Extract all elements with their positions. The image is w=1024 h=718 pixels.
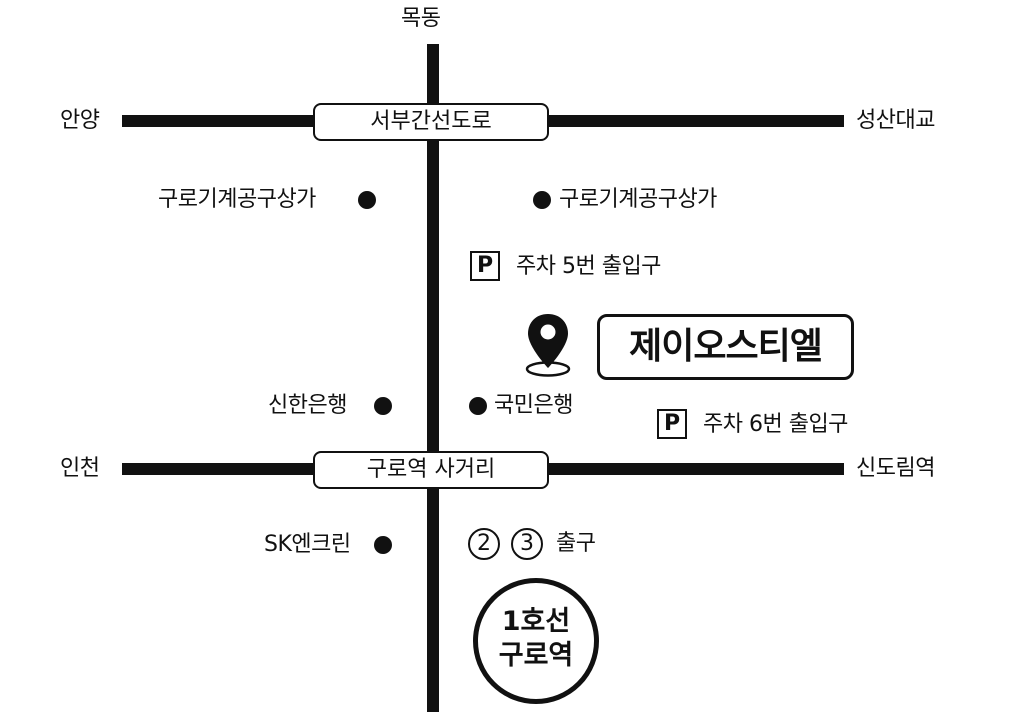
landmark-right-mid: 국민은행 xyxy=(494,393,573,418)
landmark-left-bottom: SK엔크린 xyxy=(264,532,351,557)
parking-entrance-6: 주차 6번 출입구 xyxy=(703,412,848,437)
label-north: 목동 xyxy=(401,6,441,31)
landmark-dot xyxy=(533,191,551,209)
landmark-right-top: 구로기계공구상가 xyxy=(559,187,717,212)
station-line: 1호선 xyxy=(501,606,571,637)
exit-number-2: 2 xyxy=(468,528,500,560)
label-west-top: 안양 xyxy=(60,108,100,133)
landmark-left-top: 구로기계공구상가 xyxy=(158,187,316,212)
landmark-dot xyxy=(374,397,392,415)
landmark-dot xyxy=(358,191,376,209)
label-west-bottom: 인천 xyxy=(60,456,100,481)
road-vertical xyxy=(427,44,439,712)
landmark-dot xyxy=(469,397,487,415)
road-name-bottom: 구로역 사거리 xyxy=(313,451,549,489)
landmark-dot xyxy=(374,536,392,554)
label-east-top: 성산대교 xyxy=(856,108,935,133)
parking-entrance-5: 주차 5번 출입구 xyxy=(516,254,661,279)
station-circle: 1호선 구로역 xyxy=(473,578,599,704)
exit-number-3: 3 xyxy=(511,528,543,560)
destination-name: 제이오스티엘 xyxy=(597,314,854,380)
landmark-left-mid: 신한은행 xyxy=(268,393,347,418)
location-pin-icon xyxy=(525,314,571,377)
station-name: 구로역 xyxy=(498,640,574,671)
parking-icon: P xyxy=(470,251,500,281)
parking-icon: P xyxy=(657,409,687,439)
label-east-bottom: 신도림역 xyxy=(856,456,935,481)
road-name-top: 서부간선도로 xyxy=(313,103,549,141)
exit-label: 출구 xyxy=(556,531,596,556)
